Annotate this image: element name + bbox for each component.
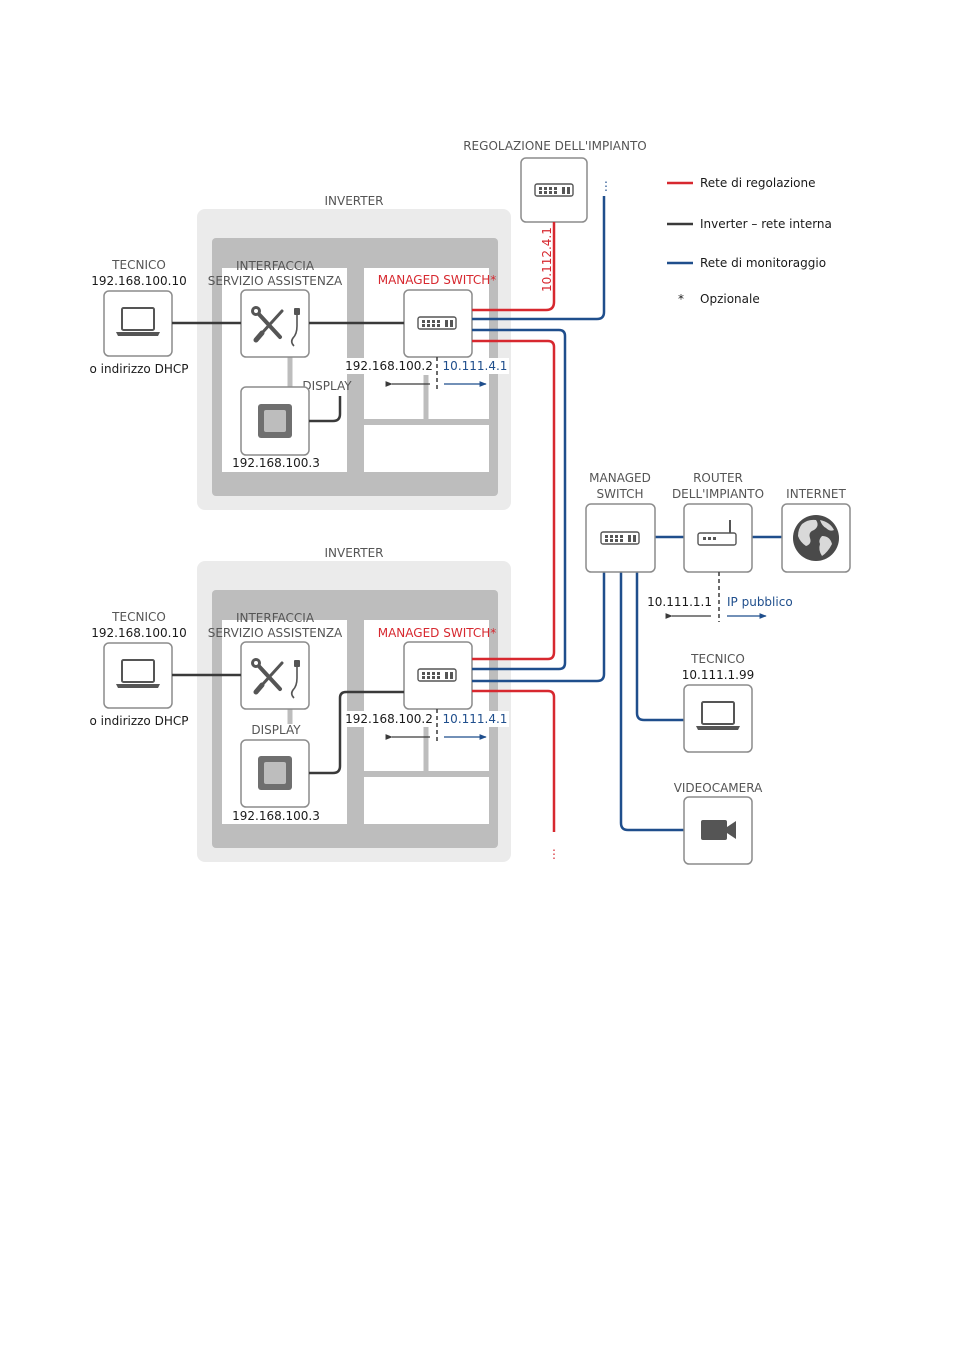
inverter-top-service-line2: SERVIZIO ASSISTENZA	[208, 274, 343, 288]
inverter-top-title: INVERTER	[324, 194, 383, 208]
inverter-bottom-panel-bottom	[364, 777, 489, 824]
legend-blue-label: Rete di monitoraggio	[700, 256, 826, 270]
inverter-top-service-interface[interactable]	[240, 289, 310, 358]
monitoring-technician-title: TECNICO	[690, 652, 745, 666]
monitoring-technician-ip: 10.111.1.99	[682, 668, 755, 682]
inverter-bottom-display-ip: 192.168.100.3	[232, 809, 320, 823]
inverter-top-display-ip: 192.168.100.3	[232, 456, 320, 470]
router-lan-ip: 10.111.1.1	[647, 595, 712, 609]
inverter-top-monitor-ip: 10.111.4.1	[443, 359, 508, 373]
inverter-bottom-technician-ip: 192.168.100.10	[91, 626, 186, 640]
internet-label: INTERNET	[786, 487, 846, 501]
link-display-switch-top	[309, 396, 342, 423]
legend: Rete di regolazione Inverter – rete inte…	[667, 176, 832, 306]
link-control-top-switch	[472, 222, 556, 312]
legend-red-label: Rete di regolazione	[700, 176, 816, 190]
inverter-bottom: INVERTER TECNICO 192.168.100.10 o indiri…	[90, 546, 511, 862]
switch-icon	[417, 316, 457, 330]
display-icon	[258, 756, 292, 790]
inverter-top-switch-label: MANAGED SWITCH*	[378, 273, 497, 287]
inverter-bottom-service-interface[interactable]	[240, 641, 310, 710]
router-line2: DELL'IMPIANTO	[672, 487, 764, 501]
inverter-bottom-internal-ip: 192.168.100.2	[345, 712, 433, 726]
switch-icon	[417, 668, 457, 682]
plant-control-ellipsis: ⋮	[600, 179, 612, 193]
link-monitor-to-switch	[472, 572, 606, 683]
legend-star: *	[678, 292, 684, 306]
router-line1: ROUTER	[693, 471, 743, 485]
link-switch-camera	[619, 572, 684, 832]
inverter-top-technician-dhcp: o indirizzo DHCP	[90, 362, 189, 376]
inverter-bottom-service-line2: SERVIZIO ASSISTENZA	[208, 626, 343, 640]
link-switch-technician	[635, 572, 684, 722]
legend-optional-label: Opzionale	[700, 292, 760, 306]
inverter-top-service-line1: INTERFACCIA	[236, 259, 315, 273]
legend-black-label: Inverter – rete interna	[700, 217, 832, 231]
connections: ⋮	[172, 196, 782, 861]
plant-control-ip: 10.112.4.1	[540, 227, 554, 292]
link-display-switch-bottom	[309, 690, 404, 775]
monitoring-switch-line2: SWITCH	[596, 487, 643, 501]
inverter-bottom-monitor-ip: 10.111.4.1	[443, 712, 508, 726]
router-wan-label: IP pubblico	[727, 595, 793, 609]
camera-label: VIDEOCAMERA	[674, 781, 763, 795]
inverter-bottom-service-line1: INTERFACCIA	[236, 611, 315, 625]
inverter-top-internal-ip: 192.168.100.2	[345, 359, 433, 373]
switch-icon	[534, 183, 574, 197]
inverter-bottom-technician-title: TECNICO	[111, 610, 166, 624]
link-top-bottom-control	[472, 339, 556, 661]
inverter-bottom-technician-dhcp: o indirizzo DHCP	[90, 714, 189, 728]
plant-control-title: REGOLAZIONE DELL'IMPIANTO	[463, 139, 647, 153]
control-ellipsis: ⋮	[548, 847, 560, 861]
switch-icon	[600, 531, 640, 545]
inverter-bottom-display-label: DISPLAY	[251, 723, 301, 737]
display-icon	[258, 404, 292, 438]
link-monitor-up	[472, 196, 606, 321]
globe-icon	[793, 515, 839, 561]
link-control-continue	[472, 689, 556, 832]
monitoring-switch-line1: MANAGED	[589, 471, 651, 485]
inverter-top: INVERTER TECNICO 192.168.100.10 o indiri…	[90, 194, 511, 510]
inverter-bottom-switch-label: MANAGED SWITCH*	[378, 626, 497, 640]
inverter-top-display-label: DISPLAY	[302, 379, 352, 393]
inverter-bottom-title: INVERTER	[324, 546, 383, 560]
inverter-top-panel-bottom	[364, 425, 489, 472]
link-monitor-top-bottom	[472, 328, 567, 671]
inverter-top-technician-title: TECNICO	[111, 258, 166, 272]
inverter-top-technician-ip: 192.168.100.10	[91, 274, 186, 288]
monitoring-network: MANAGED SWITCH ROUTER DELL'IMPIANTO INTE…	[585, 471, 851, 865]
